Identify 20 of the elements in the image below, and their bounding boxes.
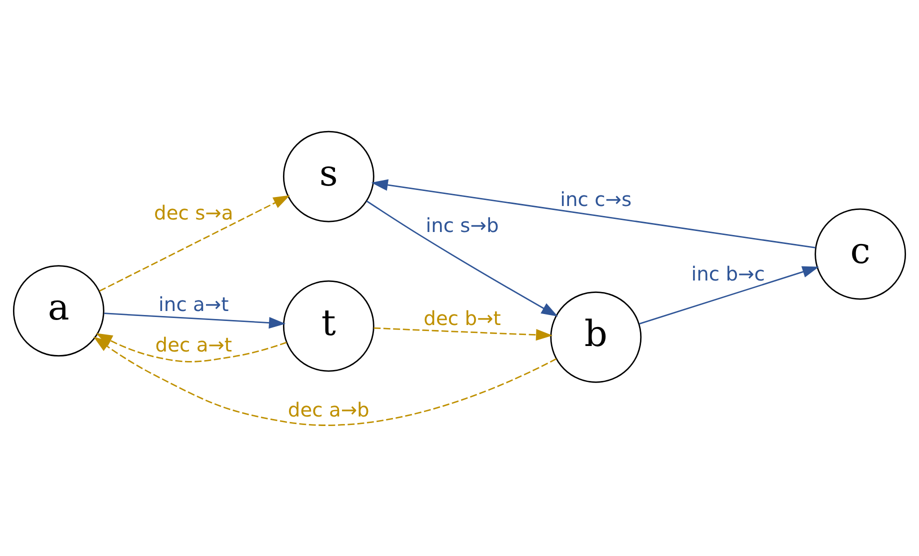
edge-label: dec s→a [154,201,234,224]
edge-label: inc s→b [426,214,499,237]
edge-label: dec b→t [424,306,501,330]
arrow [96,332,287,362]
arrow [366,200,558,316]
node-circle: t [282,280,374,372]
arrow [104,312,286,328]
node-circle: s [282,130,374,222]
arrow [374,326,553,340]
node-circle: c [814,208,906,300]
arrow [639,266,820,324]
node-circle: b [550,290,642,382]
arrow [99,194,290,292]
edge-label: dec a→t [155,332,232,356]
edge-label: inc b→c [691,262,765,286]
arrow [371,178,816,248]
node-circle: a [12,264,104,356]
edge-label: dec a→b [288,398,370,421]
edge-label: inc c→s [560,187,632,210]
edge-label: inc a→t [158,292,229,316]
